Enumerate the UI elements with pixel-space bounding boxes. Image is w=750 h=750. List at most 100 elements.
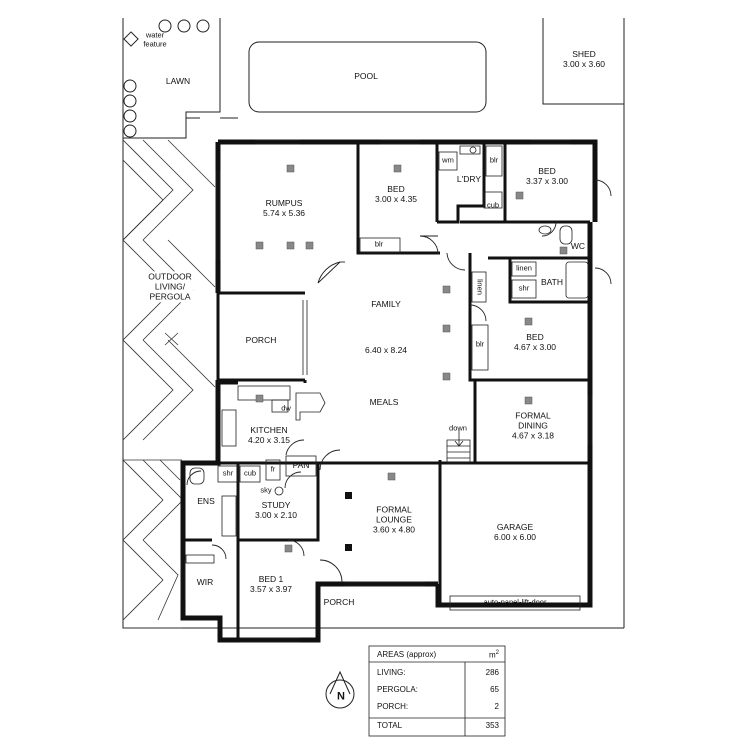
bed-3-dims: 3.37 x 3.00 [525,176,569,186]
ens-label: ENS [197,496,215,507]
laundry-label: L'DRY [456,174,482,185]
down-arrow [454,430,464,447]
areas-row-label: PORCH: [377,702,409,711]
areas-row-value: 286 [485,668,499,677]
wall-east [435,222,593,608]
areas-unit-sup: 2 [495,650,499,656]
wir-label: WIR [196,577,214,588]
door-hall [446,252,466,271]
shed-label: SHED 3.00 x 3.60 [563,49,605,70]
shed-name: SHED [572,49,596,60]
study-name: STUDY [261,500,291,511]
window-rumpus [255,139,300,145]
garage-name: GARAGE [496,522,534,533]
bed-1-label: BED 1 3.57 x 3.97 [249,574,293,595]
water-feature-label-2: feature [143,39,167,48]
pool-label: POOL [354,71,378,82]
linen-box [511,261,537,277]
wall-north [218,139,598,222]
door-shed [594,179,612,197]
lawn-label: LAWN [165,76,191,87]
trough [459,145,481,155]
areas-header: AREAS (approx) m2 [371,650,505,663]
door-bed4 [469,304,487,322]
outdoor-line2: LIVING/ [154,281,186,292]
bed-3-label: BED 3.37 x 3.00 [525,166,569,187]
bed-1-dims: 3.57 x 3.97 [249,584,293,594]
formal-dining-dims: 4.67 x 3.18 [511,429,555,440]
areas-total: TOTAL 353 [371,721,505,734]
slider-porch [302,300,308,375]
bed-4-label: BED 4.67 x 3.00 [514,332,556,353]
bed-4-name: BED [526,332,544,343]
study-label: STUDY 3.00 x 2.10 [255,500,297,521]
wall-kitchen [218,380,307,385]
laundry-robe-text: blr [489,155,499,165]
door-bed2 [419,235,439,255]
formal-lounge-line2: LOUNGE [376,514,412,525]
formal-dining-label: FORMAL DINING 4.67 x 3.18 [512,411,554,440]
porch-front-label: PORCH [323,597,355,608]
sky-label: sky [260,485,272,495]
formal-lounge-line1: FORMAL [376,504,412,515]
wall-study [218,461,320,542]
fr-label: fr [270,464,276,474]
areas-row: PORCH: 2 [371,702,505,715]
kitchen-dims: 4.20 x 3.15 [247,435,291,445]
kitchen-label: KITCHEN 4.20 x 3.15 [247,425,291,446]
window-bed2 [380,139,420,145]
formal-dining-line1: FORMAL [515,410,551,421]
wc-toilet [559,225,573,245]
lawn-boundary [123,18,221,139]
wm-box [438,151,458,171]
bath-tub [565,261,589,299]
bed-4-robe-label: blr [475,339,485,349]
laundry-robe-label: blr [489,155,499,166]
wir-rail [185,554,215,564]
wall-garage [438,460,475,605]
areas-row-value: 65 [490,685,499,694]
stairs-down-label: down [449,423,467,433]
water-feature [123,31,139,47]
window-wir [180,560,186,600]
door-study [284,471,302,489]
window-lounge [345,581,425,587]
areas-row: PERGOLA: 65 [371,685,505,698]
bed-2-label: BED 3.00 x 4.35 [374,184,418,205]
basin-bed3 [538,225,552,235]
garage-door [449,595,581,611]
areas-title: AREAS (approx) [377,650,437,659]
wall-linen [468,253,590,382]
kitchen-island [295,392,326,421]
door-bed1 [287,539,305,557]
rumpus-label: RUMPUS 5.74 x 5.36 [263,198,305,219]
areas-unit-m: m [488,650,496,660]
window-dining [587,395,593,445]
bath-label: BATH [540,277,564,288]
wall-porch [216,293,305,382]
light-markers [255,164,568,553]
ens-shr-label: shr [222,468,234,478]
bed-2-dims: 3.00 x 4.35 [374,194,418,204]
window-bed3 [530,139,570,145]
stairs [446,439,471,464]
pantry-box [285,455,317,477]
kitchen-name: KITCHEN [250,425,288,436]
wall-rumpus-east [356,142,440,255]
ens-cub-label: cub [243,468,257,478]
cooktop [221,409,237,447]
wall-bath [488,256,590,304]
formal-lounge-label: FORMAL LOUNGE 3.60 x 4.80 [373,505,415,534]
door-rumpus [317,261,341,284]
door-wir [211,544,227,560]
window-bed1 [240,637,300,643]
ens-cub [239,465,261,483]
areas-row-label: PERGOLA: [377,685,418,694]
door-bed3 [541,221,557,237]
porch-west-label: PORCH [245,335,277,346]
door-pantry [285,439,305,456]
dw-label: dw [281,403,291,413]
formal-dining-line2: DINING [518,420,548,431]
formal-lounge-dims: 3.60 x 4.80 [372,523,416,534]
